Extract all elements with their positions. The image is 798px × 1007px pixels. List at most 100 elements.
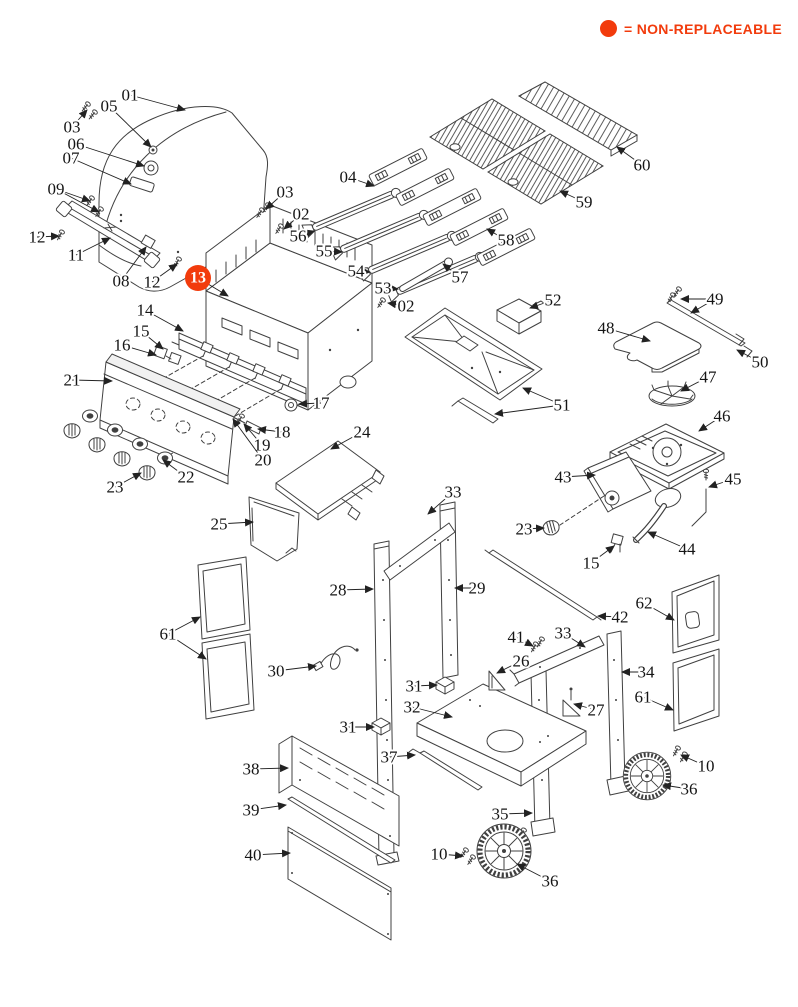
svg-text:31: 31 xyxy=(340,718,357,737)
callout-37: 37 xyxy=(379,746,416,769)
part-side-burner-knob xyxy=(541,518,562,538)
part-bottom-shelf xyxy=(416,683,587,787)
callout-31: 31 xyxy=(338,716,375,739)
svg-text:62: 62 xyxy=(636,594,653,613)
callout-43: 43 xyxy=(553,466,596,489)
svg-text:55: 55 xyxy=(316,242,333,261)
callout-24: 24 xyxy=(330,421,373,450)
svg-text:08: 08 xyxy=(113,272,130,291)
callout-34: 34 xyxy=(621,661,657,684)
svg-text:26: 26 xyxy=(513,652,530,671)
svg-text:54: 54 xyxy=(348,262,366,281)
svg-text:33: 33 xyxy=(555,624,572,643)
svg-text:46: 46 xyxy=(714,407,731,426)
callout-10: 10 xyxy=(680,755,717,778)
part-side-shelf-rails xyxy=(665,285,753,358)
part-cooking-grates xyxy=(429,98,604,205)
callout-35: 35 xyxy=(490,803,533,826)
callout-31: 31 xyxy=(404,675,438,698)
svg-text:24: 24 xyxy=(354,423,372,442)
callout-46: 46 xyxy=(698,405,733,432)
callout-08: 08 xyxy=(111,246,147,293)
svg-text:01: 01 xyxy=(122,86,139,105)
callout-28: 28 xyxy=(328,579,374,602)
part-drip-pan xyxy=(404,307,543,424)
callout-26: 26 xyxy=(496,650,532,674)
svg-text:03: 03 xyxy=(64,118,81,137)
svg-text:15: 15 xyxy=(583,554,600,573)
svg-text:51: 51 xyxy=(554,396,571,415)
callout-40: 40 xyxy=(243,844,291,867)
callout-06: 06 xyxy=(66,133,145,168)
svg-text:48: 48 xyxy=(598,319,615,338)
callout-61: 61 xyxy=(633,686,674,711)
svg-text:36: 36 xyxy=(681,780,698,799)
callout-54: 54 xyxy=(346,260,371,283)
callout-60: 60 xyxy=(616,146,653,177)
callout-51: 51 xyxy=(494,387,573,417)
callout-38: 38 xyxy=(241,758,289,781)
part-shelf-bracket xyxy=(248,496,300,562)
svg-text:37: 37 xyxy=(381,748,399,767)
part-bracket-26 xyxy=(488,670,506,691)
svg-text:16: 16 xyxy=(114,336,131,355)
callout-05: 05 xyxy=(99,95,152,148)
svg-text:47: 47 xyxy=(700,368,718,387)
svg-text:07: 07 xyxy=(63,149,81,168)
part-hinge xyxy=(140,234,156,249)
callout-20: 20 xyxy=(232,418,274,472)
callout-23: 23 xyxy=(105,472,142,499)
callout-58: 58 xyxy=(486,228,517,252)
svg-text:33: 33 xyxy=(445,483,462,502)
svg-text:05: 05 xyxy=(101,97,118,116)
callout-36: 36 xyxy=(516,863,561,893)
callout-14: 14 xyxy=(135,299,184,332)
callout-12: 12 xyxy=(27,226,60,249)
callout-02: 02 xyxy=(283,203,312,230)
part-trivet xyxy=(648,380,696,407)
svg-text:15: 15 xyxy=(133,322,150,341)
svg-text:38: 38 xyxy=(243,760,260,779)
svg-text:39: 39 xyxy=(243,801,260,820)
svg-text:18: 18 xyxy=(274,423,291,442)
callout-53: 53 xyxy=(373,277,399,300)
part-rear-igniter xyxy=(610,533,624,553)
part-grease-cup xyxy=(496,298,546,335)
part-drip-pan-rail xyxy=(457,397,499,424)
callout-02: 02 xyxy=(387,295,417,318)
part-side-shelf xyxy=(275,440,385,521)
callout-04: 04 xyxy=(338,166,375,189)
callout-27: 27 xyxy=(573,699,607,722)
svg-text:13: 13 xyxy=(190,270,206,287)
callout-49: 49 xyxy=(680,288,726,314)
svg-text:36: 36 xyxy=(542,872,559,891)
svg-text:25: 25 xyxy=(211,515,228,534)
part-back-panel-vented xyxy=(278,735,400,847)
svg-text:21: 21 xyxy=(64,371,81,390)
svg-text:34: 34 xyxy=(638,663,656,682)
part-support-rod xyxy=(408,748,483,791)
callout-01: 01 xyxy=(120,84,186,112)
callout-42: 42 xyxy=(597,606,631,629)
callout-44: 44 xyxy=(647,531,698,561)
part-side-burner-panel xyxy=(559,451,652,526)
callout-03: 03 xyxy=(62,109,88,139)
svg-text:14: 14 xyxy=(137,301,155,320)
part-cross-braces xyxy=(383,522,605,687)
callout-30: 30 xyxy=(266,660,317,683)
part-doors-left xyxy=(197,556,255,720)
callout-11: 11 xyxy=(66,237,111,267)
svg-text:27: 27 xyxy=(588,701,606,720)
callout-29: 29 xyxy=(454,577,488,600)
callout-57: 57 xyxy=(442,263,471,289)
svg-text:61: 61 xyxy=(160,625,177,644)
part-side-burner-lid xyxy=(613,321,702,373)
svg-text:30: 30 xyxy=(268,662,285,681)
svg-text:09: 09 xyxy=(48,180,65,199)
svg-text:61: 61 xyxy=(635,688,652,707)
svg-text:49: 49 xyxy=(707,290,724,309)
callout-10: 10 xyxy=(429,843,464,866)
svg-text:12: 12 xyxy=(144,273,161,292)
